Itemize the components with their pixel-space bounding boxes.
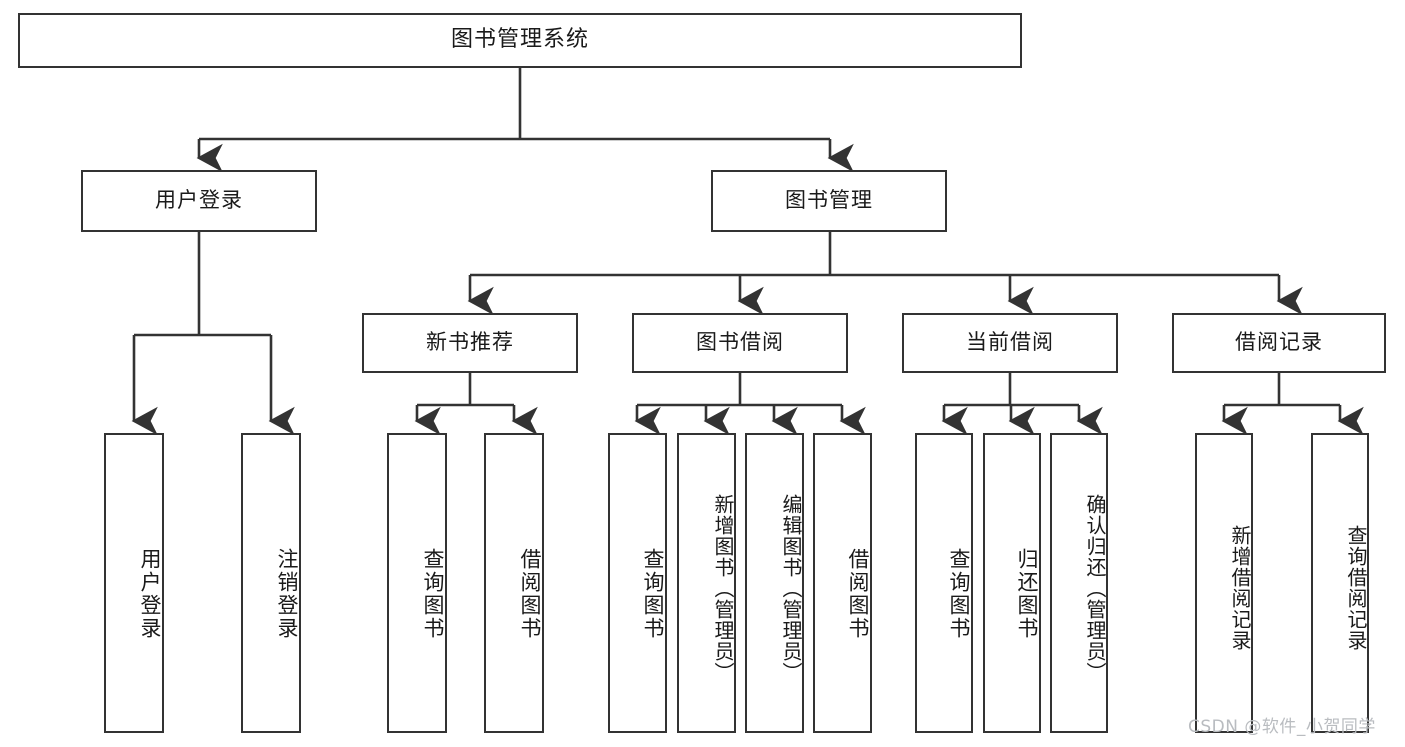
node-label: 确认归还（管理员）: [1083, 493, 1107, 683]
node-label: 用户登录: [155, 188, 243, 213]
node-label: 查询图书: [421, 548, 445, 640]
node-label: 新增图书（管理员）: [711, 493, 735, 683]
node-label: 图书管理: [785, 188, 873, 213]
leaf-borrow-record-query-record[interactable]: 查询借阅记录: [1311, 433, 1369, 733]
node-label: 查询图书: [947, 548, 971, 640]
leaf-book-borrow-query-book[interactable]: 查询图书: [608, 433, 667, 733]
node-label: 借阅图书: [518, 548, 542, 640]
node-root-book-management-system[interactable]: 图书管理系统: [18, 13, 1022, 68]
node-label: 注销登录: [275, 548, 299, 640]
watermark-csdn: CSDN @软件_小贺同学: [1188, 717, 1376, 737]
node-label: 查询借阅记录: [1344, 525, 1368, 651]
node-label: 查询图书: [641, 548, 665, 640]
leaf-book-borrow-borrow-book[interactable]: 借阅图书: [813, 433, 872, 733]
node-label: 新书推荐: [426, 330, 514, 355]
node-label: 用户登录: [138, 548, 162, 640]
leaf-current-borrow-query-book[interactable]: 查询图书: [915, 433, 973, 733]
node-book-borrow[interactable]: 图书借阅: [632, 313, 848, 373]
node-label: 图书借阅: [696, 330, 784, 355]
node-label: 编辑图书（管理员）: [779, 493, 803, 683]
node-label: 借阅记录: [1235, 330, 1323, 355]
leaf-book-borrow-edit-book-admin[interactable]: 编辑图书（管理员）: [745, 433, 804, 733]
node-label: 图书管理系统: [450, 27, 589, 53]
node-book-management[interactable]: 图书管理: [711, 170, 947, 232]
leaf-current-borrow-return-book[interactable]: 归还图书: [983, 433, 1041, 733]
leaf-borrow-record-add-record[interactable]: 新增借阅记录: [1195, 433, 1253, 733]
leaf-new-book-query-book[interactable]: 查询图书: [387, 433, 447, 733]
leaf-user-login-logout[interactable]: 注销登录: [241, 433, 301, 733]
node-new-book-recommend[interactable]: 新书推荐: [362, 313, 578, 373]
leaf-user-login-login[interactable]: 用户登录: [104, 433, 164, 733]
node-label: 新增借阅记录: [1228, 525, 1252, 651]
leaf-current-borrow-confirm-return-admin[interactable]: 确认归还（管理员）: [1050, 433, 1108, 733]
node-user-login[interactable]: 用户登录: [81, 170, 317, 232]
node-borrow-record[interactable]: 借阅记录: [1172, 313, 1386, 373]
node-label: 当前借阅: [966, 330, 1054, 355]
leaf-new-book-borrow-book[interactable]: 借阅图书: [484, 433, 544, 733]
node-label: 归还图书: [1015, 548, 1039, 640]
node-current-borrow[interactable]: 当前借阅: [902, 313, 1118, 373]
leaf-book-borrow-add-book-admin[interactable]: 新增图书（管理员）: [677, 433, 736, 733]
node-label: 借阅图书: [846, 548, 870, 640]
